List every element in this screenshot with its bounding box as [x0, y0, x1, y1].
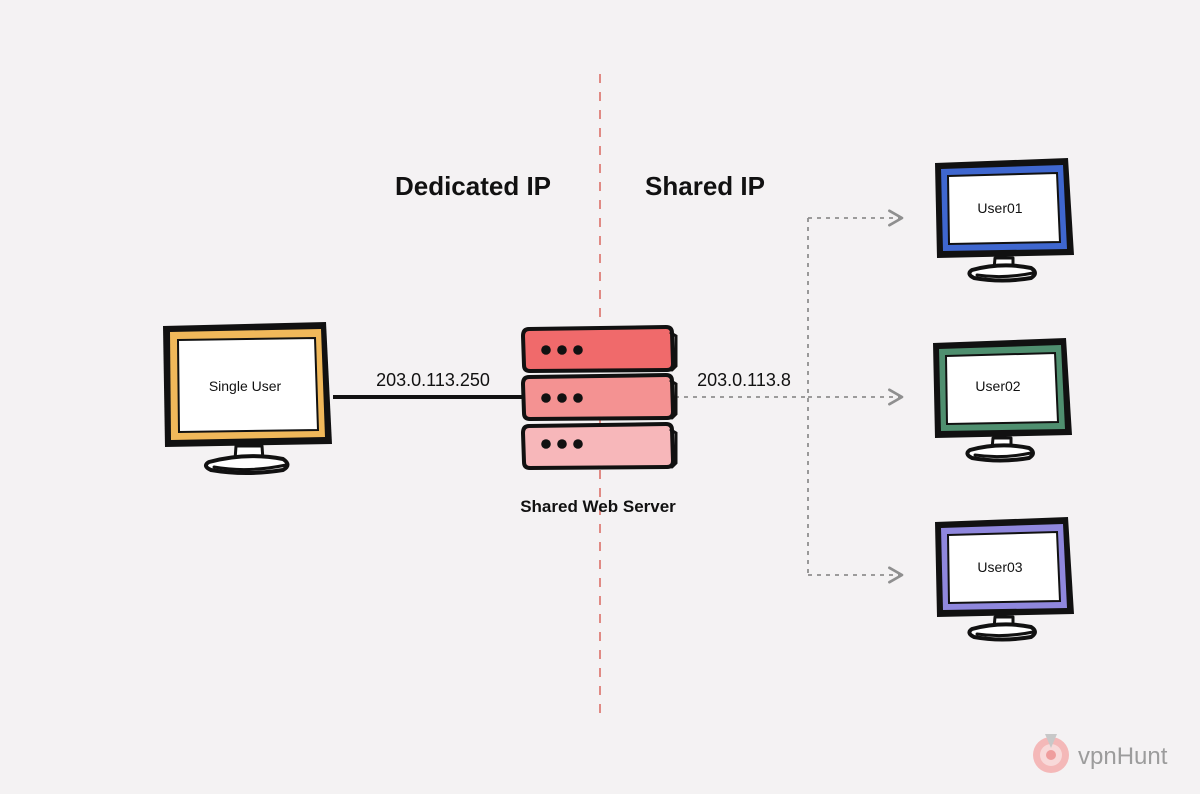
- shared-ip-heading: Shared IP: [645, 171, 765, 201]
- server-icon: [521, 325, 678, 470]
- user02-label: User02: [975, 378, 1020, 394]
- user02-monitor-icon: [933, 338, 1072, 463]
- user01-label: User01: [977, 200, 1022, 216]
- vpnhunt-brand-logo-icon: [1033, 734, 1069, 773]
- vpnhunt-brand-name: vpnHunt: [1078, 743, 1168, 770]
- user03-label: User03: [977, 559, 1022, 575]
- server-label: Shared Web Server: [520, 497, 676, 516]
- user03-monitor-icon: [935, 517, 1074, 642]
- shared-connections: [675, 209, 904, 584]
- single-user-label: Single User: [209, 378, 282, 394]
- dedicated-ip-heading: Dedicated IP: [395, 171, 551, 201]
- shared-ip-address: 203.0.113.8: [697, 370, 791, 390]
- single-user-monitor-icon: [163, 322, 332, 475]
- user01-monitor-icon: [935, 158, 1074, 283]
- dedicated-ip-address: 203.0.113.250: [376, 370, 490, 390]
